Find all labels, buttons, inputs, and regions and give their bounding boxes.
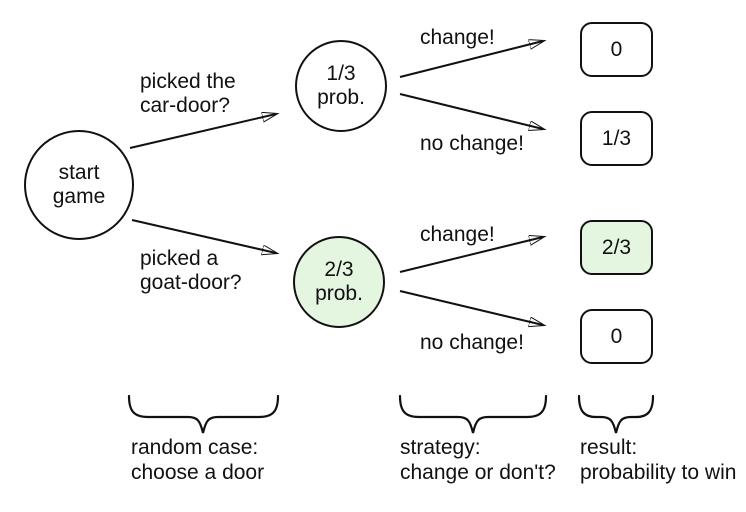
start-node-label-line1: start [58, 161, 100, 184]
branch-question-car-line1: picked the [140, 70, 236, 93]
prob-node-car: 1/3 prob. [295, 40, 387, 132]
legend-result-line2: probability to win [580, 461, 737, 484]
brace-strategy [398, 394, 548, 434]
brace-result [577, 394, 655, 434]
action-label-car-nochange: no change! [420, 132, 524, 155]
legend-strategy-line2: change or don't? [400, 461, 556, 484]
legend-random-case-line1: random case: [131, 436, 259, 459]
legend-result-line1: result: [580, 436, 638, 459]
arrow-start-to-car [129, 114, 276, 149]
prob-node-car-caption: prob. [317, 86, 365, 109]
legend-strategy: strategy: change or don't? [400, 435, 556, 485]
action-label-goat-nochange: no change! [420, 331, 524, 354]
result-box-goat-change: 2/3 [580, 220, 653, 275]
result-value: 1/3 [601, 126, 632, 150]
arrow-start-to-goat [131, 219, 276, 253]
start-node: start game [24, 130, 134, 240]
result-value: 0 [610, 324, 623, 348]
action-label-car-change: change! [420, 26, 495, 49]
result-box-goat-nochange: 0 [580, 309, 653, 364]
legend-strategy-line1: strategy: [400, 436, 481, 459]
action-label-goat-change: change! [420, 223, 495, 246]
legend-random-case-line2: choose a door [131, 461, 265, 484]
arrow-goat-change [399, 237, 543, 273]
start-node-label-line2: game [52, 185, 106, 208]
branch-question-goat-line2: goat-door? [140, 271, 242, 294]
legend-result: result: probability to win [580, 435, 736, 485]
branch-question-car-line2: car-door? [140, 94, 230, 117]
arrow-goat-nochange [399, 290, 543, 325]
brace-random-case [127, 394, 280, 434]
result-value: 0 [610, 37, 623, 61]
branch-question-car: picked the car-door? [140, 70, 236, 118]
prob-node-goat-caption: prob. [315, 282, 363, 305]
arrow-car-nochange [399, 93, 543, 129]
arrow-car-change [399, 41, 543, 78]
branch-question-goat-line1: picked a [140, 247, 219, 270]
result-box-car-change: 0 [580, 22, 653, 77]
result-value: 2/3 [601, 235, 632, 259]
prob-node-goat: 2/3 prob. [293, 236, 385, 328]
prob-node-car-value: 1/3 [326, 62, 356, 85]
branch-question-goat: picked a goat-door? [140, 247, 242, 295]
result-box-car-nochange: 1/3 [580, 111, 653, 166]
prob-node-goat-value: 2/3 [324, 258, 354, 281]
legend-random-case: random case: choose a door [131, 435, 264, 485]
